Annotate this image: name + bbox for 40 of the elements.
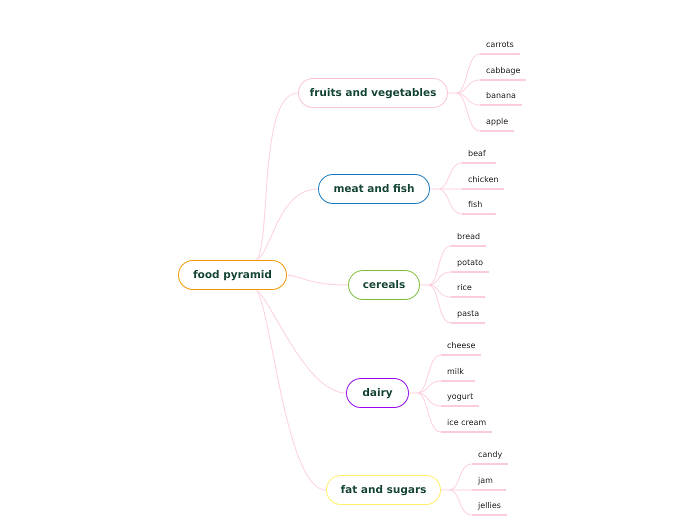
topic-text: fruits and vegetables (310, 87, 436, 99)
topic-box (318, 174, 430, 204)
subtopic-label: chicken (462, 174, 504, 190)
connector-line (286, 274, 348, 286)
topic-text: fat and sugars (340, 484, 426, 496)
subtopic-label: bread (451, 231, 486, 247)
subtopic-label: cabbage (480, 65, 526, 81)
subtopic-label: rice (451, 282, 485, 298)
topic-box (298, 78, 448, 108)
topic-text: food pyramid (193, 269, 272, 281)
subtopic-label: milk (441, 366, 475, 382)
subtopic-label: carrots (480, 39, 520, 55)
subtopic-label: cheese (441, 340, 482, 356)
subtopic-label: beaf (462, 148, 496, 164)
connector-line (420, 284, 452, 324)
subtopic-label: jellies (472, 500, 507, 516)
subtopic-label: banana (480, 90, 522, 106)
connector-line (440, 490, 472, 516)
subtopic-label: potato (451, 257, 490, 273)
connector-line (256, 290, 346, 394)
subtopic-label: apple (480, 116, 514, 132)
topic-text: dairy (362, 387, 393, 399)
connector-line (430, 188, 462, 214)
connector-line (256, 92, 298, 260)
topic-box (178, 260, 287, 290)
subtopic-label: fish (462, 199, 496, 215)
topic-box (326, 475, 441, 505)
connector-line (408, 392, 442, 432)
subtopic-label: jam (472, 475, 506, 491)
topic-text: meat and fish (333, 183, 415, 195)
connector-line (256, 290, 326, 490)
subtopic-label: candy (472, 449, 508, 465)
connector-line (448, 92, 480, 132)
connector-line (256, 188, 318, 260)
topic-box (348, 270, 420, 300)
subtopic-label: pasta (451, 308, 486, 324)
subtopic-label: yogurt (441, 391, 480, 407)
topic-box (346, 378, 409, 408)
topic-text: cereals (362, 279, 406, 291)
subtopic-label: ice cream (441, 417, 492, 433)
